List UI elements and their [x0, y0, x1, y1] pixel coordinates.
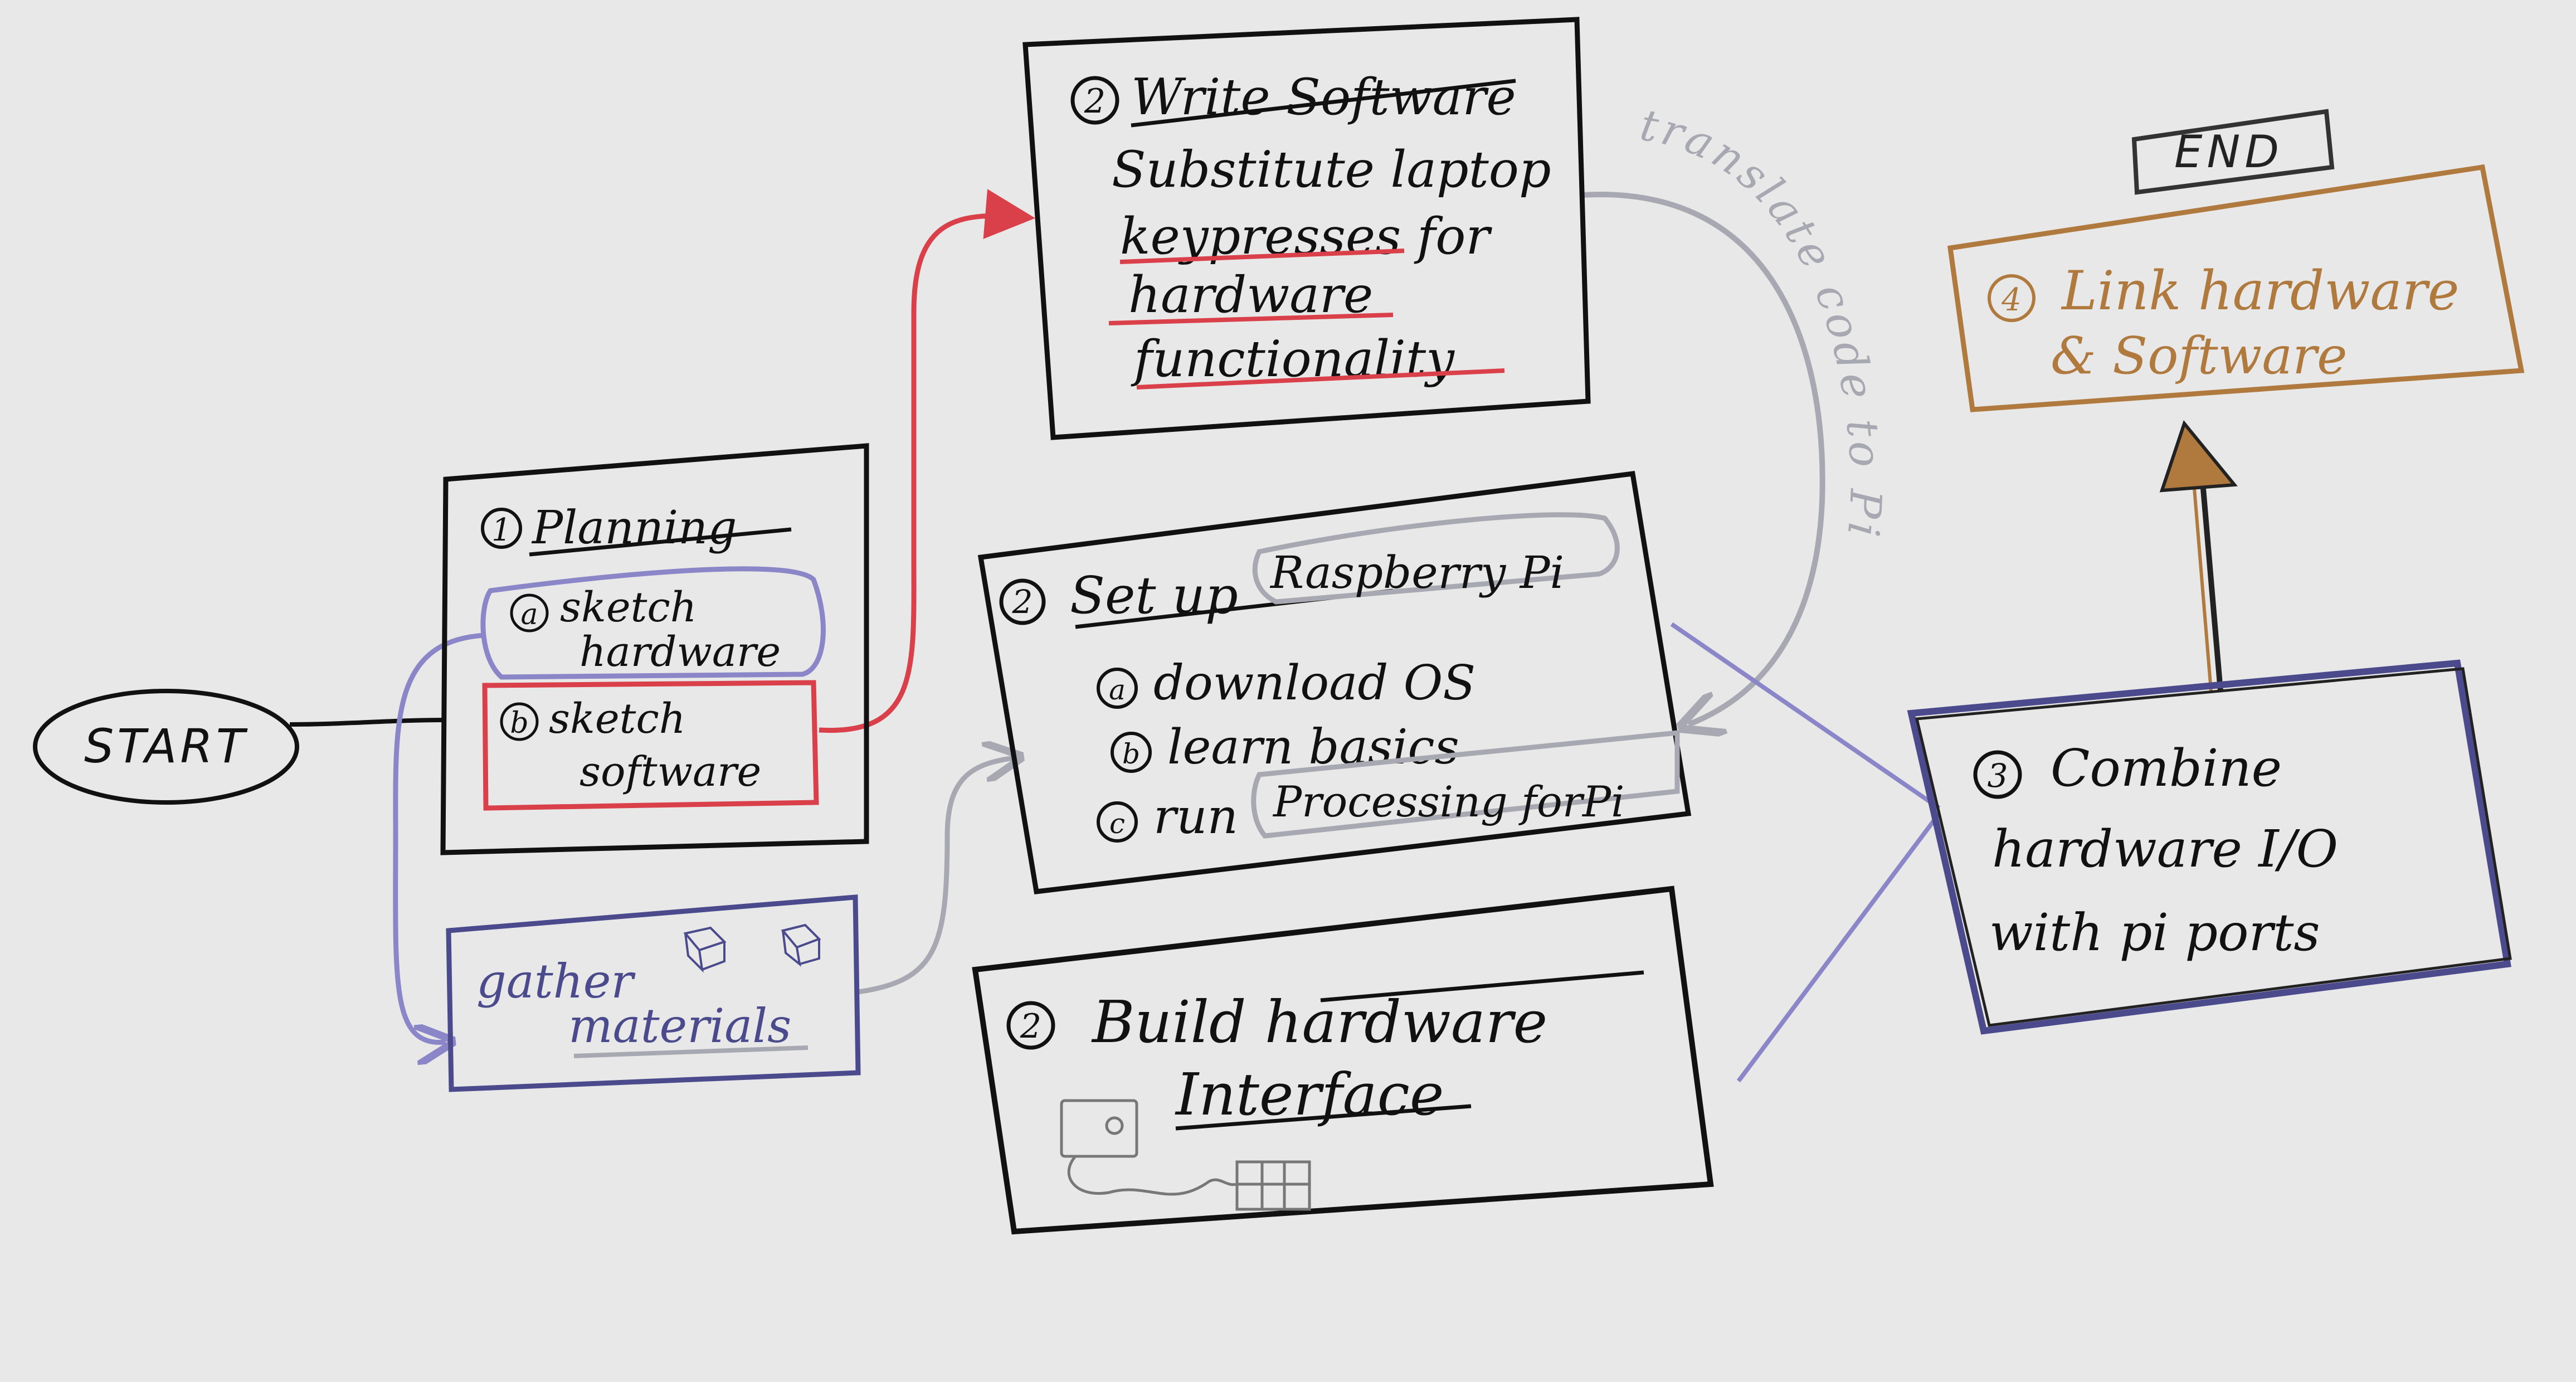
link-number: 4	[2001, 282, 2022, 318]
connector-gather-to-raspberry	[858, 758, 1014, 995]
sketch-hardware-marker-badge	[510, 593, 549, 632]
combine-line3: with pi ports	[1989, 903, 2320, 962]
step-c-highlight-box	[1251, 730, 1680, 839]
step-marker-badge	[1111, 732, 1152, 773]
build-hardware-box: 2 Build hardware Interface	[972, 885, 1714, 1235]
step-b-marker: b	[1122, 738, 1140, 770]
sketch-software-line1: sketch	[549, 695, 685, 743]
step-c-prefix: run	[1153, 789, 1238, 845]
link-box: 4 Link hardware & Software	[1947, 164, 2525, 412]
raspberry-title-highlight-box	[1252, 512, 1620, 605]
combine-number: 3	[1988, 757, 2008, 795]
combine-number-badge	[1973, 750, 2022, 799]
write-software-line2: keypresses for	[1120, 207, 1492, 266]
raspberry-title-prefix: Set up	[1070, 566, 1238, 625]
sketch-software-marker-badge	[500, 702, 539, 741]
link-number-badge	[1988, 274, 2036, 322]
connector-start-planning	[289, 718, 446, 727]
raspberry-box: 2 Set up Raspberry Pi a download OS b le…	[977, 470, 1692, 894]
box-icon	[781, 923, 821, 967]
box-icon	[683, 926, 727, 973]
connector-raspberry-to-combine	[1670, 622, 1941, 810]
end-node: END	[2131, 109, 2335, 195]
link-line1: Link hardware	[2061, 260, 2459, 322]
gather-box: gather materials	[446, 894, 861, 1092]
write-software-number: 2	[1084, 82, 1106, 121]
step-c-marker: c	[1109, 807, 1125, 840]
connector-combine-to-link-fill	[2191, 468, 2213, 692]
start-label: START	[84, 719, 248, 773]
write-software-line1: Substitute laptop	[1112, 140, 1551, 199]
planning-title: Planning	[531, 502, 737, 554]
sketch-software-box	[482, 680, 819, 811]
hardware-sketch-icon	[1060, 1099, 1311, 1211]
connector-build-to-combine	[1736, 812, 1941, 1083]
step-marker-badge	[1097, 668, 1138, 709]
planning-number-badge	[481, 508, 522, 549]
connector-sketch-to-gather	[393, 632, 485, 1043]
sketch-hardware-marker: a	[520, 598, 538, 631]
combine-box: 3 Combine hardware I/O with pi ports	[1907, 659, 2512, 1035]
planning-number: 1	[491, 512, 512, 548]
sketch-software-marker: b	[510, 707, 528, 740]
step-a-text: download OS	[1153, 655, 1476, 711]
gather-line2: materials	[568, 999, 791, 1053]
step-a-marker: a	[1109, 674, 1126, 706]
raspberry-title-highlight: Raspberry Pi	[1269, 547, 1564, 598]
build-hardware-line1: Build hardware	[1091, 988, 1547, 1056]
build-hardware-number-badge	[1006, 1001, 1055, 1050]
step-marker-badge	[1097, 801, 1138, 843]
planning-box: 1 Planning a sketch hardware b sketch so…	[440, 443, 869, 855]
step-c-highlight: Processing forPi	[1272, 777, 1625, 826]
sketch-hardware-box	[480, 566, 826, 680]
sketch-hardware-line2: hardware	[580, 628, 781, 676]
sketch-software-line2: software	[580, 748, 761, 796]
link-line2: & Software	[2051, 326, 2348, 386]
connector-software-to-write	[819, 189, 1035, 733]
end-label: END	[2174, 126, 2283, 178]
write-software-number-badge	[1070, 76, 1119, 125]
raspberry-number: 2	[1012, 583, 1033, 621]
raspberry-number-badge	[999, 578, 1046, 625]
combine-line2: hardware I/O	[1992, 819, 2338, 879]
start-node: START	[33, 689, 299, 805]
connector-combine-to-link	[2198, 462, 2223, 692]
translate-label: translate code to Pi	[1637, 100, 1891, 543]
gather-line1: gather	[476, 954, 636, 1009]
build-hardware-number: 2	[1020, 1007, 1041, 1046]
combine-line1: Combine	[2051, 738, 2282, 798]
connector-translate-arc	[1582, 192, 1825, 724]
step-b-text: learn basics	[1167, 719, 1459, 775]
sketch-hardware-line1: sketch	[560, 583, 697, 631]
write-software-box: 2 Write Software Substitute laptop keypr…	[1022, 17, 1591, 440]
arrowhead-link	[2159, 420, 2238, 493]
